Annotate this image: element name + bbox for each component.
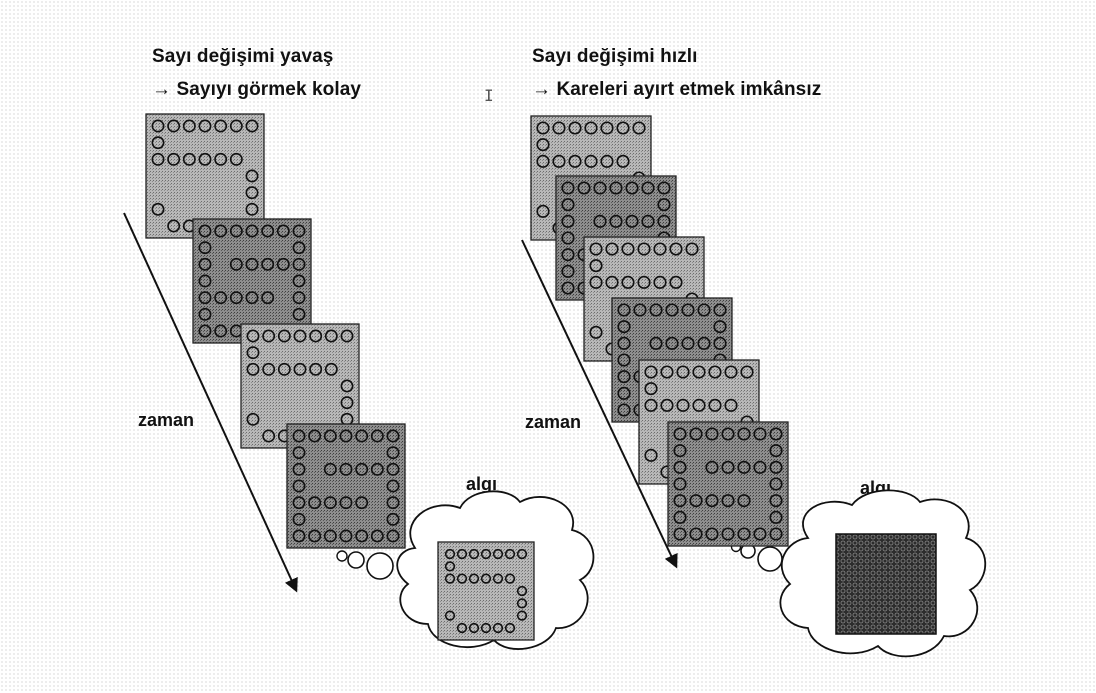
frame-stacks (145, 113, 789, 641)
right-time-label: zaman (525, 412, 582, 432)
left-perceived-frame (437, 541, 535, 641)
left-title-line1: Sayı değişimi yavaş (152, 46, 334, 67)
left-frame-1 (145, 113, 265, 239)
left-perception-label: algı (466, 474, 498, 494)
right-title-line2: → Kareleri ayırt etmek imkânsız (532, 79, 822, 100)
text-cursor-icon: I (484, 86, 494, 105)
left-frame-4 (286, 423, 406, 549)
right-title-line1: Sayı değişimi hızlı (532, 46, 698, 67)
right-frame-6 (667, 421, 789, 547)
right-time-arrow (521, 239, 678, 569)
left-time-label: zaman (138, 410, 195, 430)
left-title-line2: → Sayıyı görmek kolay (152, 79, 362, 100)
right-merged-frame (835, 533, 937, 635)
left-time-arrow (123, 212, 298, 593)
